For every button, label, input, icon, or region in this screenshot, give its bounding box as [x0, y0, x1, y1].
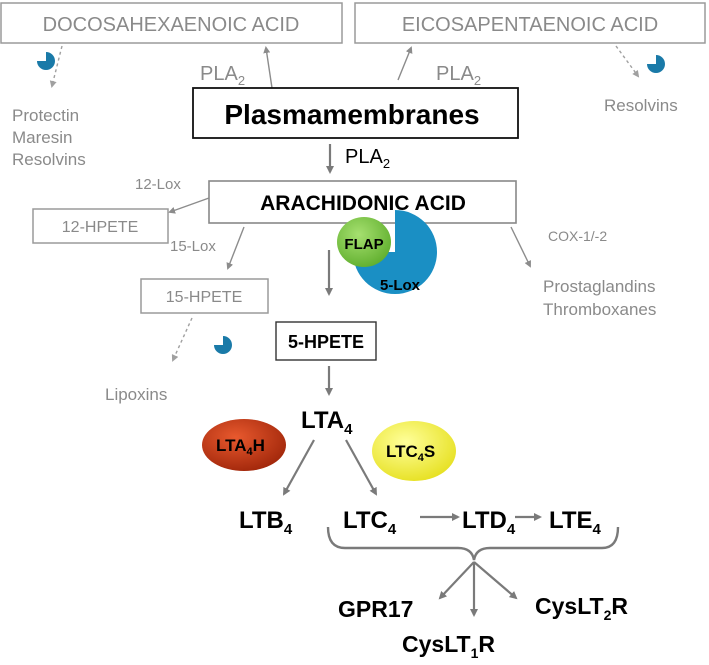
epa-node: EICOSAPENTAENOIC ACID: [354, 2, 706, 44]
lta4-label: LTA4: [301, 407, 353, 438]
lipoxins-label: Lipoxins: [105, 385, 167, 404]
flap-enzyme: [337, 217, 391, 267]
plasmamembranes-label: Plasmamembranes: [224, 99, 479, 130]
dha-node: DOCOSAHEXAENOIC ACID: [0, 2, 343, 44]
epa-wedge-icon: [647, 55, 665, 73]
pla2-to-dha-arrow: [263, 46, 273, 89]
epa-to-resolvins-arrow: [615, 45, 640, 78]
plasmamembranes-box: [192, 87, 519, 139]
protectin-label: Protectin: [12, 106, 79, 125]
lox15-label: 15-Lox: [170, 238, 216, 255]
cox-label: COX-1/-2: [548, 228, 607, 244]
lta4-to-ltc4-arrow: [345, 439, 377, 496]
hpete5-node: 5-HPETE: [275, 321, 377, 361]
hpete15-node: 15-HPETE: [140, 278, 269, 314]
brace-to-gpr17-arrow: [438, 561, 475, 600]
lox12-label: 12-Lox: [135, 176, 181, 193]
aa-to-hpete15-arrow: [226, 226, 245, 270]
hpete15-label: 15-HPETE: [166, 289, 242, 306]
ltc4-label: LTC4: [343, 507, 397, 538]
dha-wedge-icon: [37, 52, 55, 70]
ltd4-label: LTD4: [462, 507, 516, 538]
arachidonic-acid-label: ARACHIDONIC ACID: [260, 192, 466, 215]
dha-box: [0, 2, 343, 44]
aa-to-hpete12-arrow: [168, 197, 210, 214]
hpete12-label: 12-HPETE: [62, 219, 138, 236]
maresin-label: Maresin: [12, 128, 72, 147]
pla2-left-label: PLA2: [200, 63, 245, 88]
hpete15-wedge-icon: [214, 336, 232, 354]
pla2-center-label: PLA2: [345, 146, 390, 171]
dha-to-protectin-arrow: [49, 45, 63, 88]
lte4-label: LTE4: [549, 507, 602, 538]
lta4-to-ltb4-arrow: [283, 439, 315, 496]
gpr17-label: GPR17: [338, 596, 413, 622]
arachidonic-acid-box: [208, 180, 517, 224]
lta4h-label: LTA4H: [216, 436, 265, 458]
pla2-right-label: PLA2: [436, 63, 481, 88]
brace-to-cyslt2r-arrow: [473, 561, 518, 600]
hpete12-node: 12-HPETE: [32, 208, 169, 244]
plasmamembranes-node: Plasmamembranes: [192, 87, 519, 139]
resolvins-right-label: Resolvins: [604, 96, 678, 115]
ltb4-label: LTB4: [239, 507, 293, 538]
lox5-label: 5-Lox: [380, 277, 421, 294]
aa-to-prostaglandins-arrow: [510, 226, 531, 268]
prostaglandins-label: Prostaglandins: [543, 277, 655, 296]
ltc4s-enzyme: [372, 421, 456, 481]
thromboxanes-label: Thromboxanes: [543, 300, 656, 319]
hpete5-box: [275, 321, 377, 361]
pla2-to-epa-arrow: [397, 46, 413, 81]
hpete15-box: [140, 278, 269, 314]
arachidonic-acid-node: ARACHIDONIC ACID: [208, 180, 517, 224]
flap-label: FLAP: [344, 236, 383, 253]
dha-label: DOCOSAHEXAENOIC ACID: [43, 14, 300, 36]
hpete12-box: [32, 208, 169, 244]
epa-label: EICOSAPENTAENOIC ACID: [402, 14, 658, 36]
epa-box: [354, 2, 706, 44]
cysteinyl-brace: [326, 526, 620, 561]
cyslt2r-label: CysLT2R: [535, 593, 628, 623]
cyslt1r-label: CysLT1R: [402, 631, 495, 661]
ltc4s-label: LTC4S: [386, 442, 435, 464]
lta4h-enzyme: [202, 419, 286, 471]
hpete5-label: 5-HPETE: [288, 332, 364, 352]
hpete15-to-lipoxins-arrow: [171, 317, 193, 362]
resolvins-left-label: Resolvins: [12, 150, 86, 169]
lox5-enzyme: [353, 210, 437, 294]
